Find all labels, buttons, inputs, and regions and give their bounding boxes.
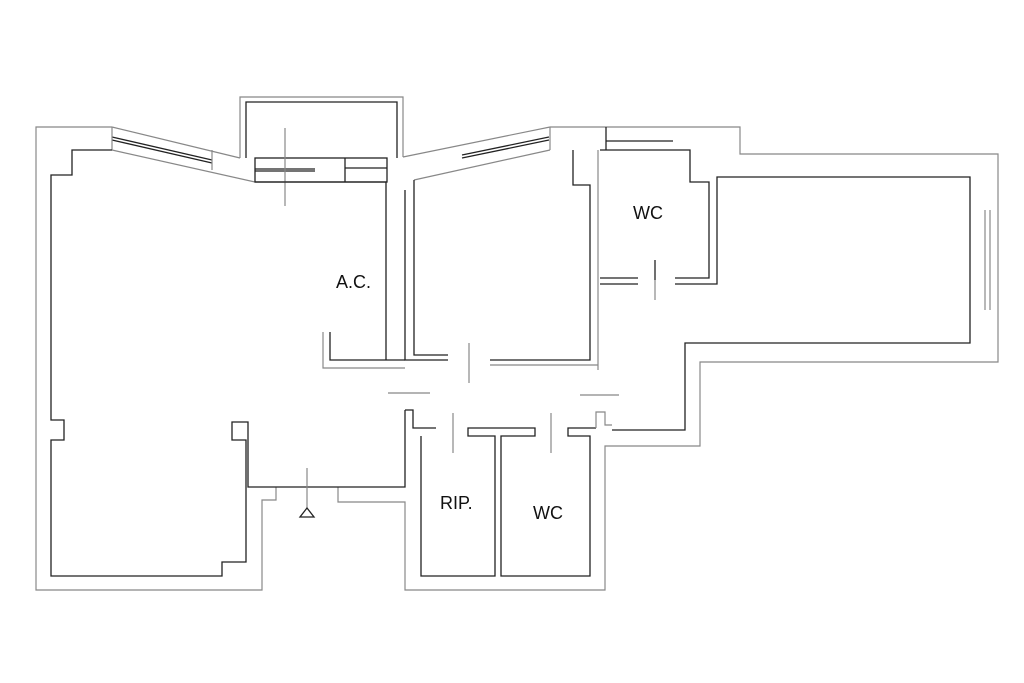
room-label-storage: RIP. bbox=[440, 493, 473, 513]
room-label-wc-lower: WC bbox=[533, 503, 563, 523]
inner-walls bbox=[50, 149, 971, 577]
door-swings bbox=[306, 260, 656, 508]
room-label-wc-upper: WC bbox=[633, 203, 663, 223]
room-label-living: A.C. bbox=[336, 272, 371, 292]
entrance-marker-icon bbox=[298, 506, 316, 518]
